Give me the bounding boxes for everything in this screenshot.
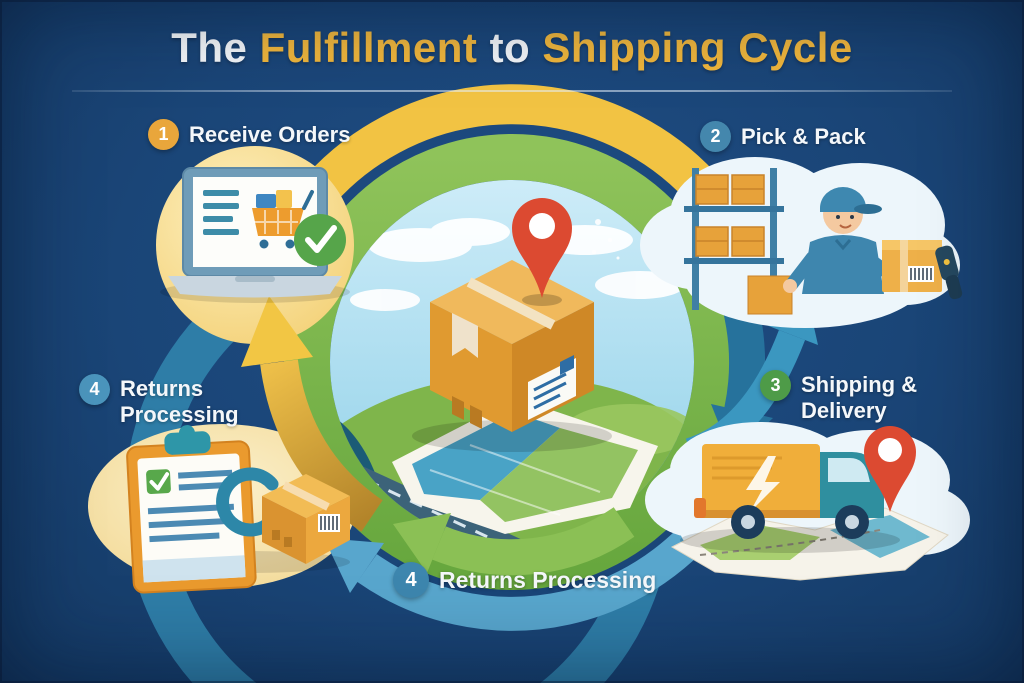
step-4-label-line1: Returns bbox=[120, 376, 204, 401]
shipping-illustration bbox=[645, 422, 970, 581]
package-box-icon bbox=[882, 240, 942, 292]
step-4-label-line2: Processing bbox=[120, 402, 239, 427]
footer-step-label: 4 Returns Processing bbox=[393, 562, 656, 598]
location-pin-icon bbox=[864, 426, 916, 512]
footer-step-badge: 4 bbox=[393, 562, 429, 598]
step-4-badge: 4 bbox=[79, 374, 110, 405]
step-label-receive-orders: 1 Receive Orders bbox=[148, 119, 350, 150]
checkmark-icon bbox=[294, 214, 346, 266]
sparkles bbox=[592, 219, 620, 260]
returns-illustration bbox=[126, 425, 350, 594]
step-2-label: Pick & Pack bbox=[741, 124, 866, 149]
title-divider bbox=[72, 90, 952, 92]
footer-step-text: Returns Processing bbox=[439, 567, 657, 593]
step-label-returns-processing: 4 Returns Processing bbox=[79, 374, 239, 428]
cycle-arrow-bottom-green bbox=[393, 507, 635, 576]
title-part-2: Fulfillment bbox=[259, 24, 478, 71]
cycle-arrow-left bbox=[241, 296, 383, 532]
step-label-shipping-delivery: 3 Shipping & Delivery bbox=[760, 370, 917, 424]
cycle-ring-blue bbox=[124, 264, 659, 683]
package-on-map-illustration bbox=[330, 180, 694, 544]
title-part-1: The bbox=[171, 24, 248, 71]
receive-orders-illustration bbox=[160, 167, 350, 303]
step-2-badge: 2 bbox=[700, 121, 731, 152]
package-box-icon bbox=[262, 474, 350, 564]
step-3-label-line2: Delivery bbox=[801, 398, 887, 423]
shopping-cart-icon bbox=[252, 190, 314, 249]
pick-pack-illustration bbox=[640, 157, 963, 328]
document-lines bbox=[147, 469, 235, 543]
title-part-4: Shipping Cycle bbox=[542, 24, 853, 71]
step-label-pick-pack: 2 Pick & Pack bbox=[700, 121, 866, 152]
title-part-3: to bbox=[489, 24, 531, 71]
step-3-label-line1: Shipping & bbox=[801, 372, 918, 397]
step-1-label: Receive Orders bbox=[189, 122, 351, 147]
location-pin-icon bbox=[512, 198, 572, 306]
page-title: The Fulfillment to Shipping Cycle bbox=[0, 24, 1024, 72]
clipboard-icon bbox=[126, 425, 257, 594]
step-1-badge: 1 bbox=[148, 119, 179, 150]
order-list-lines bbox=[203, 190, 239, 235]
barcode-scanner-icon bbox=[935, 245, 963, 300]
shelf-icon bbox=[684, 168, 784, 310]
world-map bbox=[392, 398, 658, 534]
step-3-badge: 3 bbox=[760, 370, 791, 401]
package-box-icon bbox=[430, 260, 594, 432]
